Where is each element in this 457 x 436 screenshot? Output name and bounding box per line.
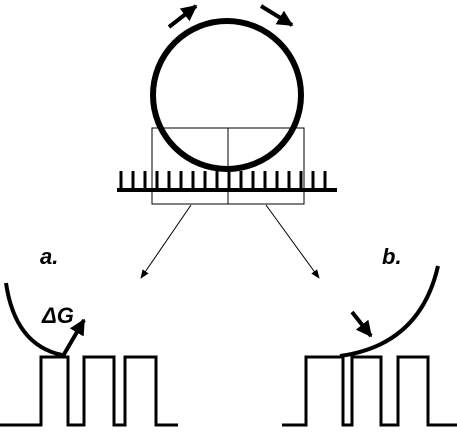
zoom-arrow-left (140, 204, 192, 279)
zoom-box-right (227, 127, 305, 205)
panel-a-curve (4, 282, 63, 357)
panel-b-contact-arrow (350, 310, 373, 338)
panel-a-square-wave (0, 355, 178, 427)
rotation-arrow-left (167, 4, 198, 29)
delta-g-arrow (61, 318, 86, 358)
grating-surface (117, 171, 337, 192)
panel-b-curve (339, 265, 440, 358)
panel-b-square-wave (282, 355, 457, 427)
zoom-arrow-right (265, 204, 320, 279)
rotation-arrow-right (259, 4, 294, 27)
delta-g-label: ΔG (41, 303, 74, 328)
panel-a-label: a. (40, 244, 58, 269)
large-circle (150, 18, 304, 172)
panel-b-label: b. (382, 244, 402, 269)
